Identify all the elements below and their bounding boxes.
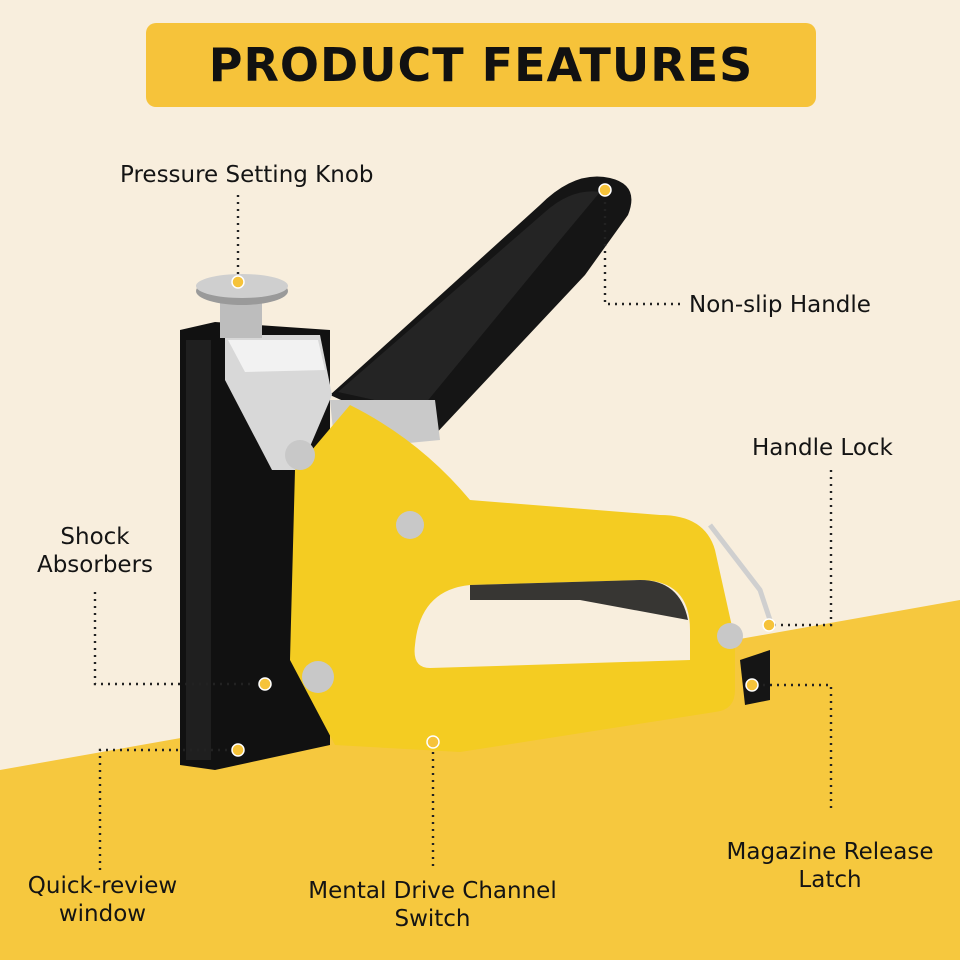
marker-dot [231,743,245,757]
marker-dot [426,735,440,749]
latch-line2: Latch [798,867,862,893]
label-magazine-release-latch: Magazine Release Latch [705,838,955,894]
label-drive-channel-switch: Mental Drive Channel Switch [290,877,575,933]
release-latch [740,650,770,705]
rivet [285,440,315,470]
label-pressure-setting-knob: Pressure Setting Knob [120,162,374,188]
label-non-slip-handle: Non-slip Handle [689,292,871,318]
marker-dot [745,678,759,692]
channel-line2: Switch [394,906,471,932]
latch-line1: Magazine Release [726,839,934,865]
stapler-body [290,405,735,752]
quick-line1: Quick-review [27,873,178,899]
leader-lines [93,195,833,870]
marker-dot [258,677,272,691]
channel-line1: Mental Drive Channel [308,878,557,904]
page-title: PRODUCT FEATURES [208,38,754,92]
shock-line1: Shock [60,524,130,550]
marker-dot [598,183,612,197]
shock-line2: Absorbers [36,552,154,578]
marker-dot [762,618,776,632]
quick-line2: window [58,901,147,927]
marker-dot [231,275,245,289]
label-quick-review-window: Quick-review window [10,872,195,928]
title-banner: PRODUCT FEATURES [146,23,816,107]
label-shock-absorbers: Shock Absorbers [20,523,170,579]
label-handle-lock: Handle Lock [752,435,893,461]
